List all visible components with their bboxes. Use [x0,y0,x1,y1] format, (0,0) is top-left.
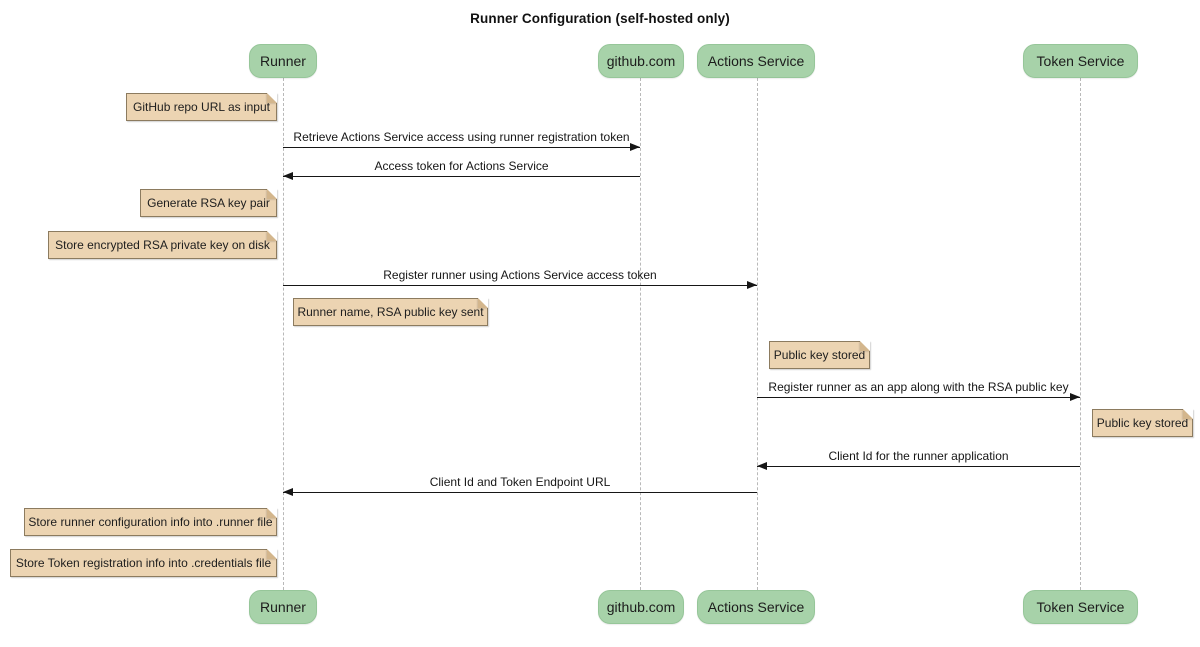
participant-github-top: github.com [598,44,684,78]
arrow-line [283,143,640,151]
note-store-encrypted-rsa-key: Store encrypted RSA private key on disk [48,231,277,259]
lifeline-github [640,78,641,590]
participant-actions-service-bottom: Actions Service [697,590,815,624]
participant-token-service-bottom: Token Service [1023,590,1138,624]
message-label: Access token for Actions Service [374,159,549,173]
message-client-id-token-endpoint: Client Id and Token Endpoint URL [283,475,757,496]
lifeline-actions-service [757,78,758,590]
participant-actions-service-top: Actions Service [697,44,815,78]
diagram-title: Runner Configuration (self-hosted only) [470,11,730,26]
arrowhead-right-icon [747,281,757,289]
lifeline-runner [283,78,284,590]
arrowhead-left-icon [757,462,767,470]
message-label: Client Id and Token Endpoint URL [429,475,611,489]
note-generate-rsa-key-pair: Generate RSA key pair [140,189,277,217]
participant-runner-bottom: Runner [249,590,317,624]
message-label: Register runner as an app along with the… [768,380,1069,394]
note-store-runner-file: Store runner configuration info into .ru… [24,508,277,536]
arrow-line [757,393,1080,401]
arrowhead-left-icon [283,172,293,180]
message-label: Register runner using Actions Service ac… [383,268,657,282]
message-access-token: Access token for Actions Service [283,159,640,180]
note-public-key-stored-actions: Public key stored [769,341,870,369]
message-register-runner: Register runner using Actions Service ac… [283,268,757,289]
participant-runner-top: Runner [249,44,317,78]
note-store-credentials-file: Store Token registration info into .cred… [10,549,277,577]
arrowhead-right-icon [1070,393,1080,401]
arrow-line [757,462,1080,470]
arrow-line [283,172,640,180]
participant-github-bottom: github.com [598,590,684,624]
arrow-line [283,488,757,496]
participant-token-service-top: Token Service [1023,44,1138,78]
lifeline-token-service [1080,78,1081,590]
arrowhead-right-icon [630,143,640,151]
note-public-key-stored-token: Public key stored [1092,409,1193,437]
message-label: Client Id for the runner application [828,449,1009,463]
note-github-repo-url: GitHub repo URL as input [126,93,277,121]
message-label: Retrieve Actions Service access using ru… [293,130,630,144]
message-retrieve-actions-access: Retrieve Actions Service access using ru… [283,130,640,151]
arrowhead-left-icon [283,488,293,496]
message-client-id-runner-app: Client Id for the runner application [757,449,1080,470]
arrow-line [283,281,757,289]
note-runner-name-public-key-sent: Runner name, RSA public key sent [293,298,488,326]
message-register-runner-as-app: Register runner as an app along with the… [757,380,1080,401]
